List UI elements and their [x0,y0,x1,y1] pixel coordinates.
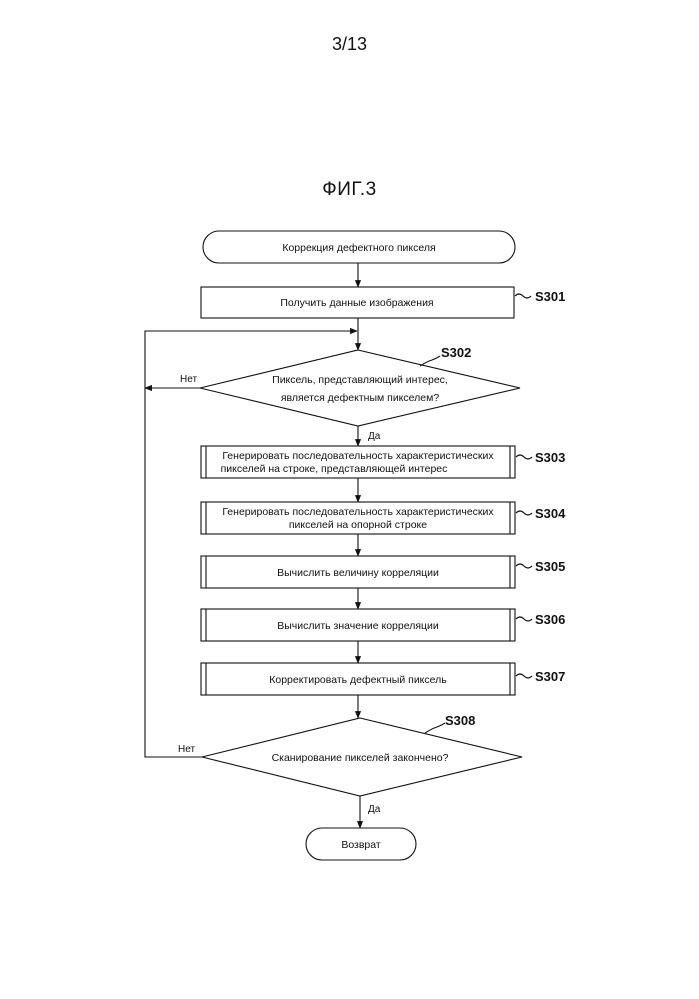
s301-tilde [515,294,531,298]
s307-label: Корректировать дефектный пиксель [269,674,447,686]
s305-label: Вычислить величину корреляции [277,567,439,579]
s307-step: S307 [535,669,565,684]
s302-leader [420,356,440,366]
s308-label: Сканирование пикселей закончено? [272,752,449,764]
s302-step: S302 [441,345,471,360]
s302-label-2: является дефектным пикселем? [281,392,440,404]
s301-label: Получить данные изображения [280,297,433,309]
s308-step: S308 [445,713,475,728]
s305-step: S305 [535,559,565,574]
s303-label-2: пикселей на строке, представляющей интер… [221,463,448,475]
s306-step: S306 [535,612,565,627]
s304-label-2: пикселей на опорной строке [289,519,427,531]
s308-yes-label: Да [368,804,381,815]
s302-label-1: Пиксель, представляющий интерес, [272,374,448,386]
s301-step: S301 [535,289,565,304]
s304-label-1: Генерировать последовательность характер… [222,506,494,518]
s302-no-label: Нет [180,374,197,385]
s306-label: Вычислить значение корреляции [277,620,439,632]
end-label: Возврат [341,839,381,851]
s302-diamond [200,350,520,426]
s308-no-label: Нет [178,744,195,755]
s308-leader [425,723,445,733]
s302-yes-label: Да [368,431,381,442]
s304-step: S304 [535,506,566,521]
s303-label-1: Генерировать последовательность характер… [222,450,494,462]
start-label: Коррекция дефектного пикселя [282,242,435,254]
s303-step: S303 [535,450,565,465]
